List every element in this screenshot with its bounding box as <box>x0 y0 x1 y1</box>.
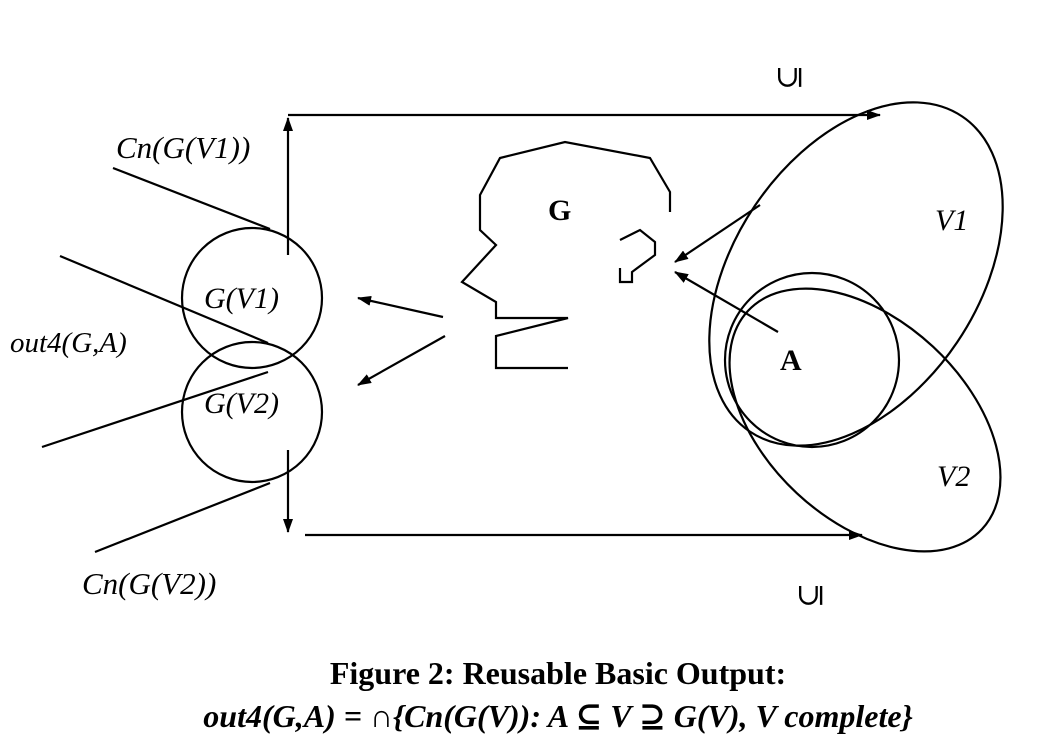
gv2-label: G(V2) <box>204 387 279 420</box>
a-label: A <box>780 344 802 377</box>
v2-ellipse <box>728 287 1002 553</box>
cn-gv1-pointer-line <box>112 166 271 231</box>
figure-caption-formula: out4(G,A) = ∩{Cn(G(V)): A ⊆ V ⊇ G(V), V … <box>203 698 912 734</box>
mouth-arrow-to-gv2 <box>357 335 446 386</box>
cn-gv1-label: Cn(G(V1)) <box>116 130 250 165</box>
gv2-circle <box>180 340 324 484</box>
v2-label: V2 <box>937 460 970 493</box>
out4-pointer-line-upper <box>59 254 269 345</box>
head-silhouette <box>460 140 672 370</box>
out4-label: out4(G,A) <box>10 327 127 359</box>
v1-label: V1 <box>935 204 968 237</box>
figure-caption-title: Figure 2: Reusable Basic Output: <box>330 655 786 691</box>
a-arrow-to-ear <box>674 271 779 333</box>
subset-symbol-top: ⊆ <box>773 65 806 90</box>
out4-pointer-line-lower <box>41 370 269 449</box>
gv1-label: G(V1) <box>204 282 279 315</box>
cn-gv2-pointer-line <box>94 481 271 554</box>
v1-arrow-to-ear <box>674 204 761 263</box>
g-label: G <box>548 194 571 227</box>
mouth-arrow-to-gv1 <box>357 295 444 319</box>
subset-symbol-bottom: ⊆ <box>794 583 827 608</box>
gv1-circle <box>180 226 324 370</box>
ear-shape <box>618 228 657 284</box>
cn-gv2-label: Cn(G(V2)) <box>82 566 216 601</box>
a-circle <box>723 271 901 449</box>
